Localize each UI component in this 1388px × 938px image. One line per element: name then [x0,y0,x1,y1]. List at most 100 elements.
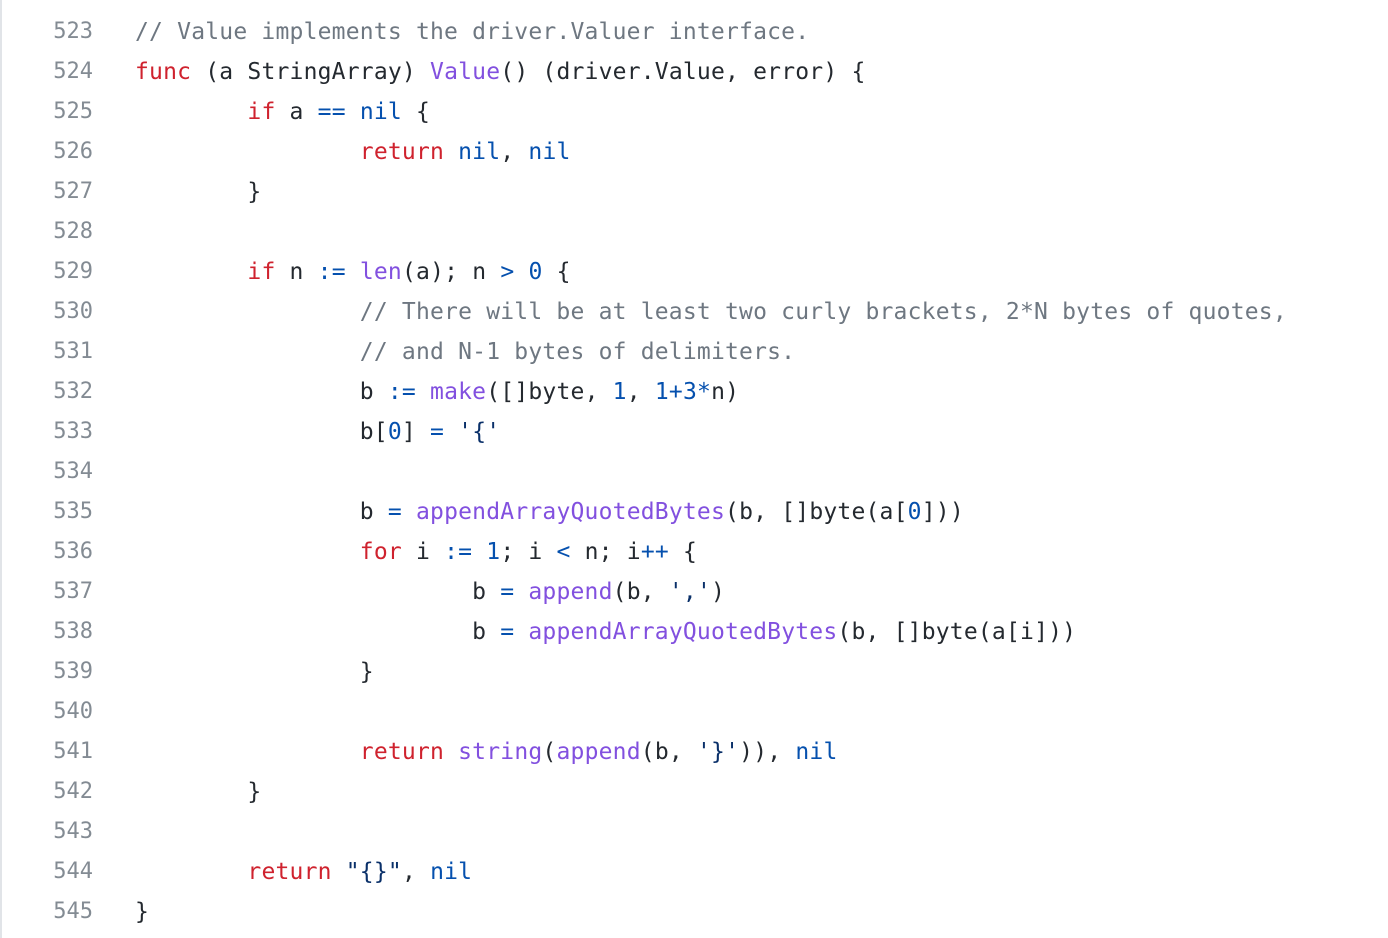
code-token-plain: b [135,619,501,645]
line-code: // There will be at least two curly brac… [93,292,1287,332]
code-token-plain [135,99,247,125]
code-token-string: ',' [668,579,712,605]
code-line: 532 b := make([]byte, 1, 1+3*n) [2,372,1287,412]
code-token-plain: (b, []byte(a[i])) [837,619,1077,645]
code-token-plain: ])) [921,499,964,525]
code-token-func: append [528,579,613,605]
code-token-comment: // and N-1 bytes of delimiters. [359,339,796,365]
code-token-plain [135,139,360,165]
line-number[interactable]: 526 [53,139,93,164]
code-token-string: '}' [696,739,740,765]
line-number[interactable]: 533 [53,419,93,444]
line-number[interactable]: 527 [53,179,93,204]
line-number[interactable]: 524 [53,59,93,84]
code-token-plain: ([]byte, [486,379,613,405]
line-number[interactable]: 529 [53,259,93,284]
line-number[interactable]: 531 [53,339,93,364]
line-number[interactable]: 545 [53,899,93,924]
code-token-plain [346,259,360,285]
code-line: 544 return "{}", nil [2,852,1287,892]
code-token-plain: ; i [500,539,557,565]
code-token-plain [514,259,528,285]
line-number[interactable]: 540 [53,699,93,724]
code-token-plain [135,739,360,765]
code-token-const: < [556,539,571,565]
code-token-const: nil [795,739,838,765]
code-token-plain: } [135,659,374,685]
line-code: return "{}", nil [93,852,472,892]
code-line: 542 } [2,772,1287,812]
code-token-plain: i [401,539,445,565]
line-number[interactable]: 534 [53,459,93,484]
code-token-keyword: return [359,139,445,165]
code-token-keyword: return [247,859,332,885]
line-code: if a == nil { [93,92,430,132]
line-number[interactable]: 532 [53,379,93,404]
code-token-const: := [317,259,346,285]
code-token-plain [135,259,247,285]
line-code: } [93,772,261,812]
line-number[interactable]: 528 [53,219,93,244]
code-token-const: 0 [528,259,543,285]
code-line: 528 [2,212,1287,252]
code-token-plain: } [135,779,262,805]
code-token-plain: , [500,139,529,165]
code-token-const: + [668,379,683,405]
line-number[interactable]: 544 [53,859,93,884]
code-line: 530 // There will be at least two curly … [2,292,1287,332]
code-token-plain: b[ [135,419,388,445]
line-number[interactable]: 538 [53,619,93,644]
line-code: for i := 1; i < n; i++ { [93,532,697,572]
code-token-plain [135,339,360,365]
code-token-comment: // Value implements the driver.Valuer in… [135,19,810,45]
code-token-plain: ] [401,419,431,445]
line-number[interactable]: 542 [53,779,93,804]
code-line: 540 [2,692,1287,732]
code-line: 538 b = appendArrayQuotedBytes(b, []byte… [2,612,1287,652]
line-code: b[0] = '{' [93,412,500,452]
code-token-const: = [430,419,445,445]
line-number[interactable]: 541 [53,739,93,764]
code-token-const: 0 [907,499,922,525]
code-token-plain [472,539,486,565]
code-line: 525 if a == nil { [2,92,1287,132]
code-token-plain: { [542,259,571,285]
code-token-const: := [387,379,416,405]
line-number[interactable]: 537 [53,579,93,604]
code-token-plain: n [275,259,318,285]
code-token-keyword: if [247,259,276,285]
code-token-string: "{}" [345,859,402,885]
code-token-plain: , [626,379,655,405]
line-code: } [93,652,374,692]
code-token-plain [416,379,430,405]
code-token-plain: } [135,899,150,925]
code-line: 526 return nil, nil [2,132,1287,172]
line-number[interactable]: 525 [53,99,93,124]
line-code: b = appendArrayQuotedBytes(b, []byte(a[i… [93,612,1076,652]
line-number[interactable]: 543 [53,819,93,844]
code-token-const: * [697,379,712,405]
code-token-plain [332,859,346,885]
code-line: 533 b[0] = '{' [2,412,1287,452]
code-line: 541 return string(append(b, '}')), nil [2,732,1287,772]
line-number[interactable]: 536 [53,539,93,564]
code-token-const: := [444,539,473,565]
code-token-func: len [359,259,402,285]
line-number[interactable]: 530 [53,299,93,324]
code-token-keyword: if [247,99,276,125]
code-token-plain [444,739,458,765]
line-number[interactable]: 523 [53,19,93,44]
code-line: 536 for i := 1; i < n; i++ { [2,532,1287,572]
line-number[interactable]: 539 [53,659,93,684]
code-token-plain [135,539,360,565]
code-token-plain: ( [542,739,557,765]
code-token-plain: (b, [640,739,697,765]
line-number[interactable]: 535 [53,499,93,524]
code-token-plain: (a); n [401,259,501,285]
code-token-const: > [500,259,515,285]
code-token-const: = [500,619,515,645]
code-token-plain [444,419,458,445]
code-token-plain [514,579,528,605]
